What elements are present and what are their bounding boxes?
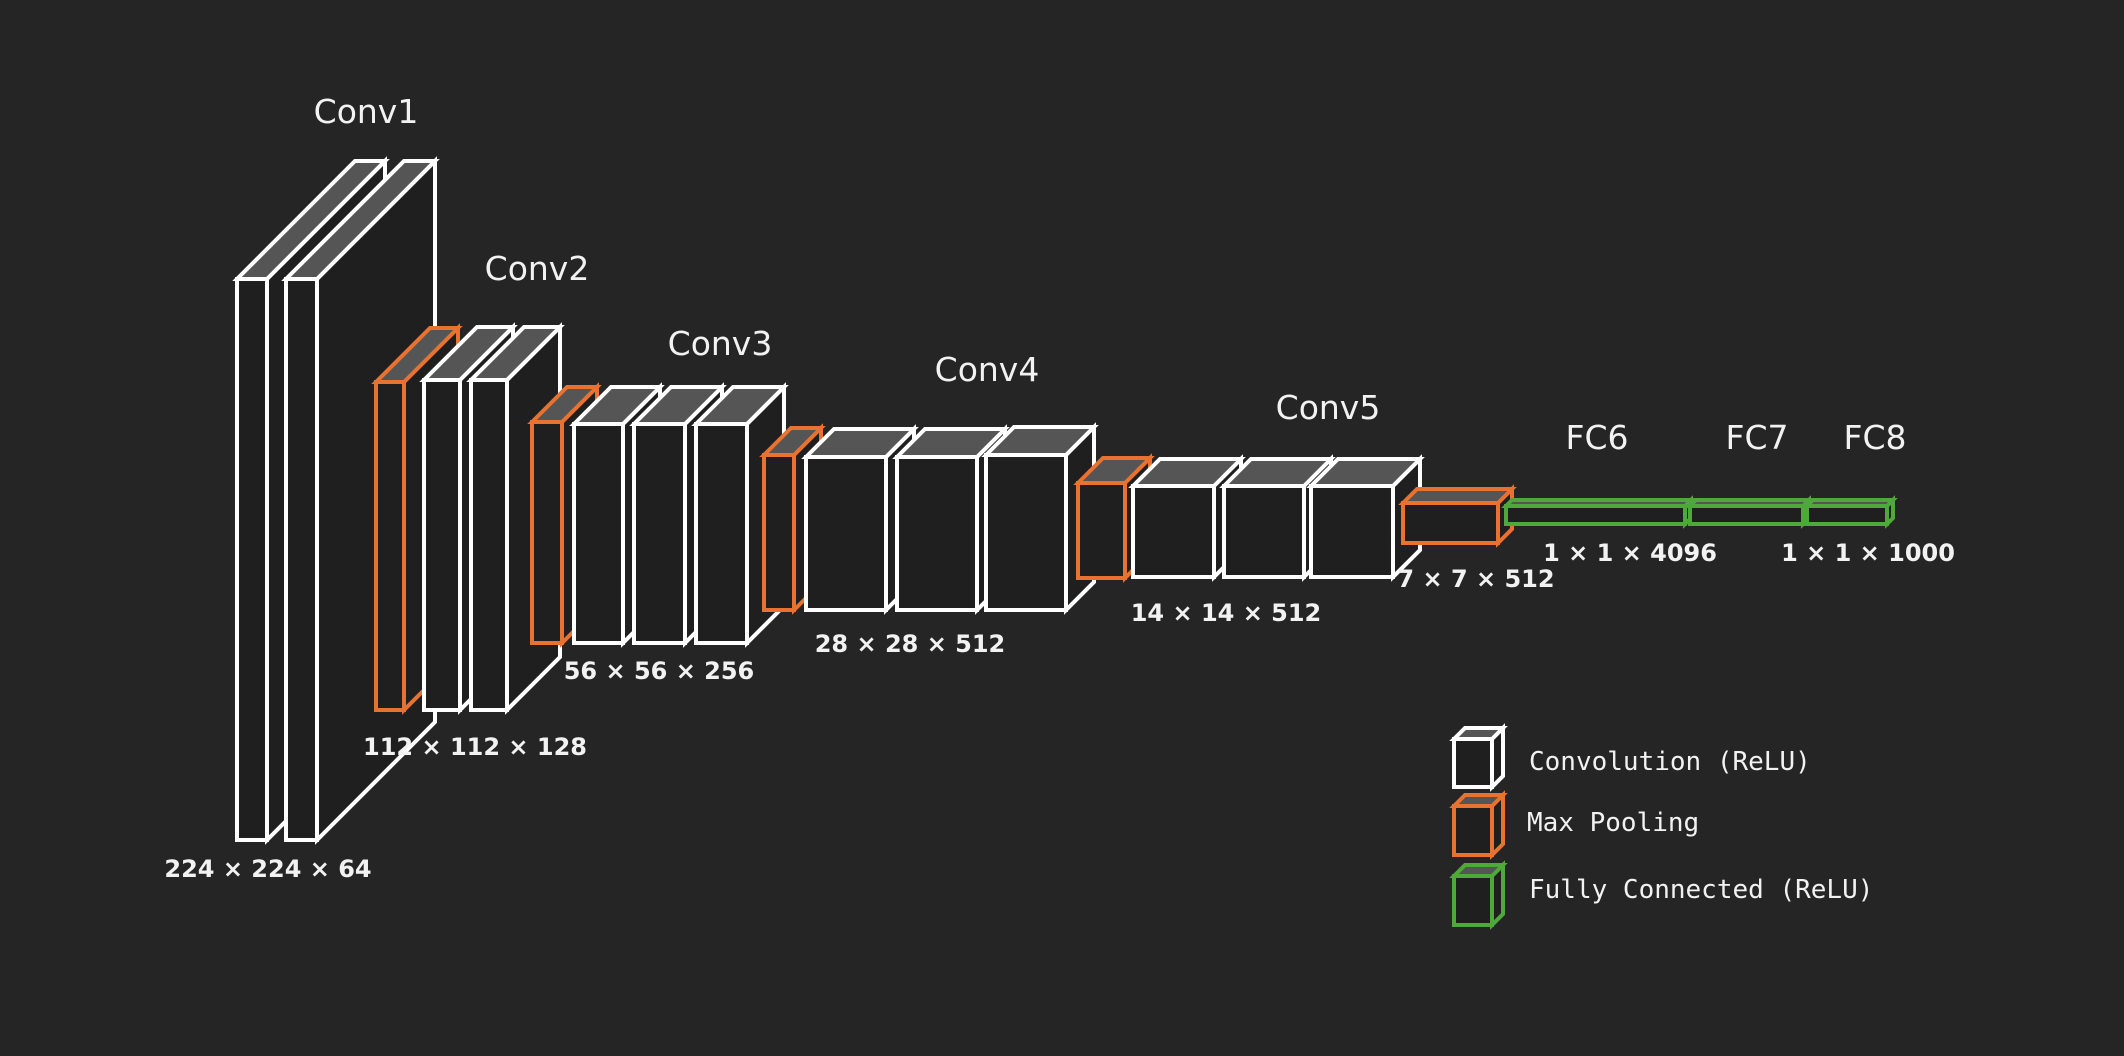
dim-label-conv5: 14 × 14 × 512 [1131, 599, 1322, 627]
stage-label-fc7: FC7 [1725, 418, 1788, 457]
front-face [1452, 737, 1494, 789]
dim-label-conv4: 28 × 28 × 512 [815, 630, 1006, 658]
legend-icon-fc [1449, 860, 1508, 930]
pool5-pool-block-1 [1398, 484, 1517, 548]
stage-label-fc8: FC8 [1843, 418, 1906, 457]
legend-icon-pool [1449, 790, 1508, 860]
dim-label-conv1: 224 × 224 × 64 [164, 855, 371, 883]
legend-label-pool: Max Pooling [1527, 808, 1699, 838]
fc6-fc-block-1 [1501, 495, 1696, 529]
dim-label-conv2: 112 × 112 × 128 [363, 733, 587, 761]
front-face [572, 422, 625, 645]
front-face [1452, 874, 1494, 927]
dim-label-conv3: 56 × 56 × 256 [564, 657, 755, 685]
conv4-conv-block-4 [981, 422, 1099, 615]
front-face [895, 455, 979, 612]
front-face [1688, 504, 1805, 526]
front-face [1401, 501, 1500, 545]
fc8-fc-block-1 [1802, 495, 1898, 529]
front-face [1222, 484, 1306, 579]
legend-icon-conv [1449, 723, 1508, 792]
dim-label-fc6: 1 × 1 × 4096 [1543, 539, 1717, 567]
front-face [469, 378, 509, 712]
front-face [762, 453, 796, 612]
top-face [1398, 487, 1517, 505]
front-face [422, 378, 462, 712]
front-face [984, 453, 1068, 612]
front-face [632, 422, 687, 645]
legend-icons [1449, 723, 1508, 930]
front-face [374, 380, 406, 712]
front-face [284, 277, 319, 842]
stage-label-fc6: FC6 [1565, 418, 1628, 457]
front-face [694, 422, 749, 645]
front-face [1076, 481, 1127, 580]
stage-label-conv4: Conv4 [935, 350, 1040, 389]
front-face [804, 455, 888, 612]
fc7-fc-block-1 [1685, 495, 1814, 529]
stage-label-conv2: Conv2 [485, 249, 590, 288]
stage-label-conv3: Conv3 [668, 324, 773, 363]
legend: Convolution (ReLU) Max Pooling Fully Con… [1449, 723, 1873, 930]
front-face [235, 277, 269, 842]
front-face [530, 420, 564, 645]
front-face [1805, 504, 1889, 526]
legend-label-conv: Convolution (ReLU) [1529, 747, 1811, 777]
front-face [1452, 804, 1494, 857]
stage-label-conv1: Conv1 [314, 92, 419, 131]
dim-label-pool5: 7 × 7 × 512 [1397, 565, 1554, 593]
dim-label-fc8: 1 × 1 × 1000 [1781, 539, 1955, 567]
front-face [1504, 504, 1687, 526]
conv5-conv-block-4 [1306, 454, 1425, 582]
stage-label-conv5: Conv5 [1276, 388, 1381, 427]
front-face [1309, 484, 1395, 579]
front-face [1131, 484, 1216, 579]
layer-blocks [232, 156, 1898, 845]
legend-label-fc: Fully Connected (ReLU) [1529, 875, 1873, 905]
